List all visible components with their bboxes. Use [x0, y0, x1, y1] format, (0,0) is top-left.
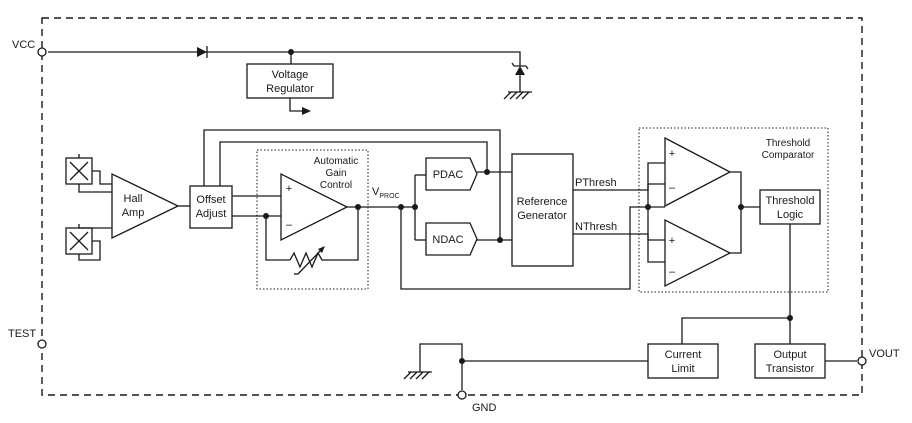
threshold-logic-label-1: Threshold — [766, 195, 815, 207]
offset-adjust-label-2: Adjust — [196, 208, 227, 220]
agc-amplifier-triangle — [280, 172, 349, 242]
agc-feedback-wire — [265, 207, 359, 261]
variable-resistor-icon — [289, 246, 326, 275]
ground-icon — [503, 91, 532, 100]
package-outline — [41, 17, 863, 396]
hall-amp-label-2: Amp — [122, 207, 145, 219]
agc-label-2: Gain — [325, 168, 346, 179]
p-comparator-minus-sign: – — [669, 182, 676, 194]
hall-element-top — [65, 154, 120, 193]
output-transistor-block — [754, 343, 826, 379]
pdac-feedback-wire — [219, 141, 488, 186]
p-comparator-plus-sign: + — [669, 148, 675, 160]
n-comparator-minus-sign: – — [669, 266, 676, 278]
offset-adjust-label-1: Offset — [196, 194, 225, 206]
ndac-block — [425, 222, 478, 256]
vproc-to-ncomparator-wire — [400, 206, 665, 290]
agc-plus-sign: + — [286, 183, 292, 195]
n-comparator-plus-sign: + — [669, 235, 675, 247]
agc-label-1: Automatic — [314, 156, 358, 167]
current-limit-feedback-wire — [681, 317, 790, 344]
hall-element-bottom — [65, 224, 112, 261]
pthresh-wire — [573, 162, 665, 191]
threshold-logic-block — [759, 189, 821, 225]
comparator-outputs-wire — [730, 171, 742, 254]
test-pin — [37, 339, 47, 349]
reference-generator-label-2: Generator — [517, 210, 567, 222]
output-transistor-label-2: Transistor — [766, 363, 815, 375]
agc-group-outline — [256, 149, 369, 290]
ndac-feedback-wire — [203, 129, 501, 240]
agc-minus-sign: – — [286, 219, 293, 231]
zener-diode-icon — [511, 62, 529, 92]
ground-icon-chassis — [403, 371, 432, 380]
current-limit-label-2: Limit — [671, 363, 694, 375]
voltage-regulator-label-2: Regulator — [266, 83, 314, 95]
chassis-ground-wire — [419, 343, 463, 372]
regulator-output-wire — [289, 98, 303, 112]
ndac-label: NDAC — [432, 234, 463, 246]
voltage-regulator-block — [246, 63, 334, 99]
vcc-pin-label: VCC — [12, 39, 35, 51]
threshold-comparator-label-1: Threshold — [766, 138, 810, 149]
threshold-logic-label-2: Logic — [777, 209, 804, 221]
p-comparator-triangle — [664, 136, 732, 208]
gnd-pin-label: GND — [472, 402, 497, 414]
vcc-pin — [37, 47, 47, 57]
reference-generator-label-1: Reference — [517, 196, 568, 208]
hall-amp-label-1: Hall — [124, 193, 143, 205]
arrow-right-icon — [302, 107, 311, 115]
hall-amp-triangle — [111, 172, 180, 240]
gnd-pin — [457, 390, 467, 400]
vout-pin — [857, 356, 867, 366]
test-pin-label: TEST — [8, 328, 36, 340]
diode-icon — [197, 47, 207, 57]
reference-generator-block — [511, 153, 574, 267]
pdac-block — [425, 157, 478, 191]
pdac-label: PDAC — [433, 169, 464, 181]
voltage-regulator-label-1: Voltage — [272, 69, 309, 81]
vproc-label: VPROC — [372, 186, 400, 200]
nthresh-label: NThresh — [575, 221, 617, 233]
output-transistor-label-1: Output — [773, 349, 806, 361]
current-limit-label-1: Current — [665, 349, 702, 361]
vcc-rail — [48, 46, 532, 100]
agc-label-3: Control — [320, 180, 352, 191]
vproc-to-pcomparator-wire — [647, 183, 665, 207]
nthresh-wire — [573, 233, 665, 241]
threshold-comparator-group-outline — [638, 127, 829, 293]
vout-pin-label: VOUT — [869, 348, 900, 360]
threshold-comparator-label-2: Comparator — [762, 150, 815, 161]
n-comparator-triangle — [664, 218, 732, 288]
pthresh-label: PThresh — [575, 177, 617, 189]
offset-adjust-block — [189, 185, 233, 229]
